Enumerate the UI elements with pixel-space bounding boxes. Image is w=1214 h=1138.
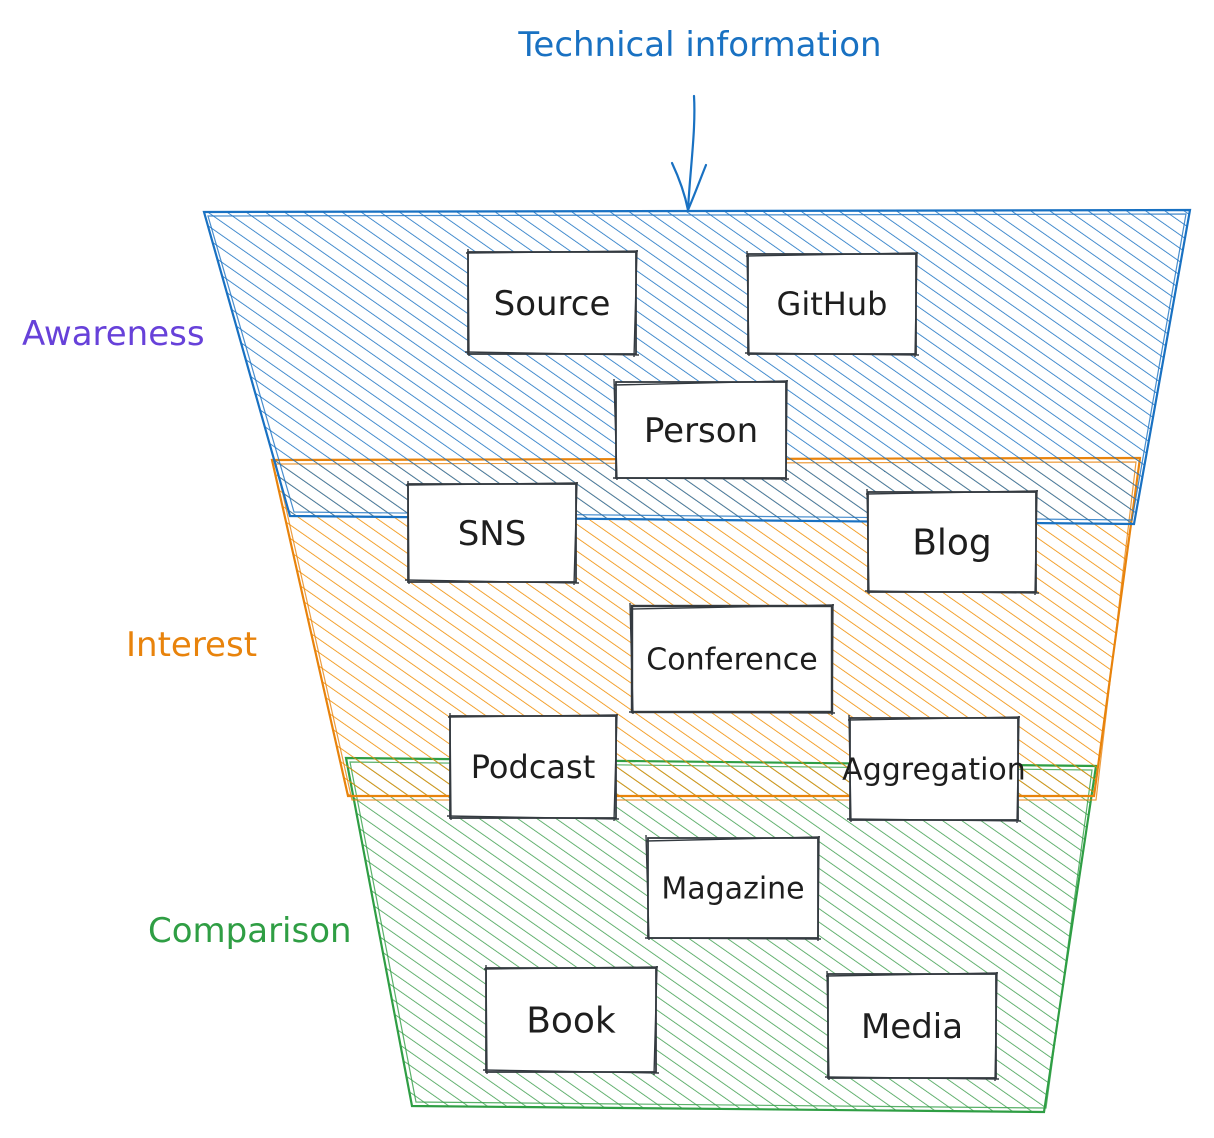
source-box-frame [485,967,657,1073]
source-box-label: Book [526,1001,616,1042]
source-box-label: Person [644,411,758,451]
stage-label-interest: Interest [126,625,257,665]
source-box-source: Source [464,248,640,358]
source-box-github: GitHub [744,250,920,358]
awareness-layer [202,208,1192,526]
source-box-frame [827,973,997,1079]
source-box-frame [849,717,1019,821]
source-box-sketch-outline [644,834,822,942]
source-box-sketch-outline [612,378,790,482]
source-box-sketch-outline [628,602,836,716]
source-box-label: SNS [458,514,527,554]
source-box-aggregation: Aggregation [842,714,1026,824]
source-box-label: Source [494,284,611,324]
source-box-podcast: Podcast [446,712,620,822]
source-box-blog: Blog [864,488,1040,596]
source-box-label: Magazine [661,872,804,907]
source-box-sketch-outline [824,970,1000,1082]
source-box-frame [467,251,637,355]
source-box-sketch-outline [744,250,920,358]
source-box-frame [867,491,1037,593]
stage-label-comparison: Comparison [148,911,352,951]
source-box-label: Aggregation [842,753,1026,788]
source-box-label: Blog [912,523,992,564]
source-box-sketch-outline [464,248,640,358]
source-box-media: Media [824,970,1000,1082]
source-box-sketch-outline [404,480,580,586]
source-box-label: Podcast [471,748,595,786]
source-box-frame [630,604,834,714]
source-box-book: Book [482,964,660,1076]
source-box-sns: SNS [404,480,580,586]
source-box-label: Media [861,1007,963,1047]
down-arrow-icon [670,94,708,212]
source-box-frame [615,381,787,479]
source-box-person: Person [612,378,790,482]
source-box-sketch-outline [846,714,1022,824]
source-box-label: Conference [646,643,817,678]
source-box-sketch-outline [446,712,620,822]
source-box-sketch-outline [482,964,660,1076]
stage-label-awareness: Awareness [22,314,205,354]
source-box-frame [449,715,617,819]
source-box-conference: Conference [628,602,836,716]
source-box-sketch-outline [864,488,1040,596]
source-box-label: GitHub [777,285,888,323]
source-box-magazine: Magazine [644,834,822,942]
diagram-title: Technical information [517,25,881,65]
